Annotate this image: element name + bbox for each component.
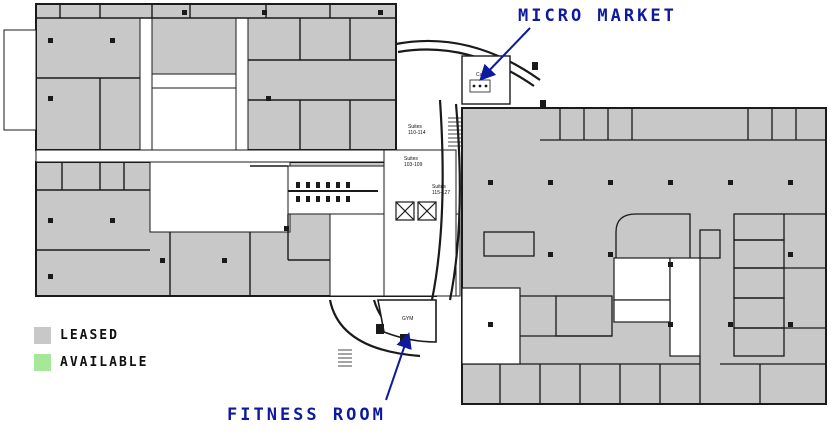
east-core — [461, 257, 701, 365]
atrium-stair — [448, 117, 462, 147]
elevator-bank — [395, 201, 437, 221]
fitness-room-callout: FITNESS ROOM — [227, 405, 386, 425]
gym-label: GYM — [402, 316, 413, 322]
southwest-stair — [338, 349, 352, 367]
fitness-room-floor — [377, 299, 437, 343]
legend-leased-label: LEASED — [60, 328, 119, 343]
east-north-offices — [540, 108, 826, 141]
fitness-room-arrow — [385, 332, 412, 401]
vertical-corridor-a — [139, 17, 153, 151]
west-partitions — [36, 4, 396, 296]
north-core-corridor — [139, 73, 249, 89]
elevator-lobby — [383, 149, 457, 297]
west-corridors — [3, 17, 461, 297]
micro-market-callout: MICRO MARKET — [518, 6, 677, 26]
legend-available-swatch — [34, 354, 51, 371]
legend-available-label: AVAILABLE — [60, 355, 149, 370]
north-core-inner — [151, 87, 237, 151]
restroom-fixtures — [288, 182, 378, 202]
west-columns — [48, 10, 383, 279]
east-core-corridor — [669, 257, 701, 357]
micro-market-room: Café — [461, 55, 511, 105]
west-stair-landing — [3, 29, 37, 131]
east-columns — [488, 62, 793, 327]
callout-arrows — [385, 27, 531, 401]
legend-available: AVAILABLE — [34, 354, 148, 371]
east-core-restrooms — [613, 257, 671, 301]
east-core-service — [613, 299, 671, 323]
legend-leased-swatch — [34, 327, 51, 344]
micro-market-arrow — [479, 27, 531, 81]
vertical-corridor-b — [235, 17, 249, 151]
fitness-room: GYM — [376, 299, 437, 343]
legend-leased: LEASED — [34, 327, 119, 344]
south-core — [149, 161, 291, 233]
